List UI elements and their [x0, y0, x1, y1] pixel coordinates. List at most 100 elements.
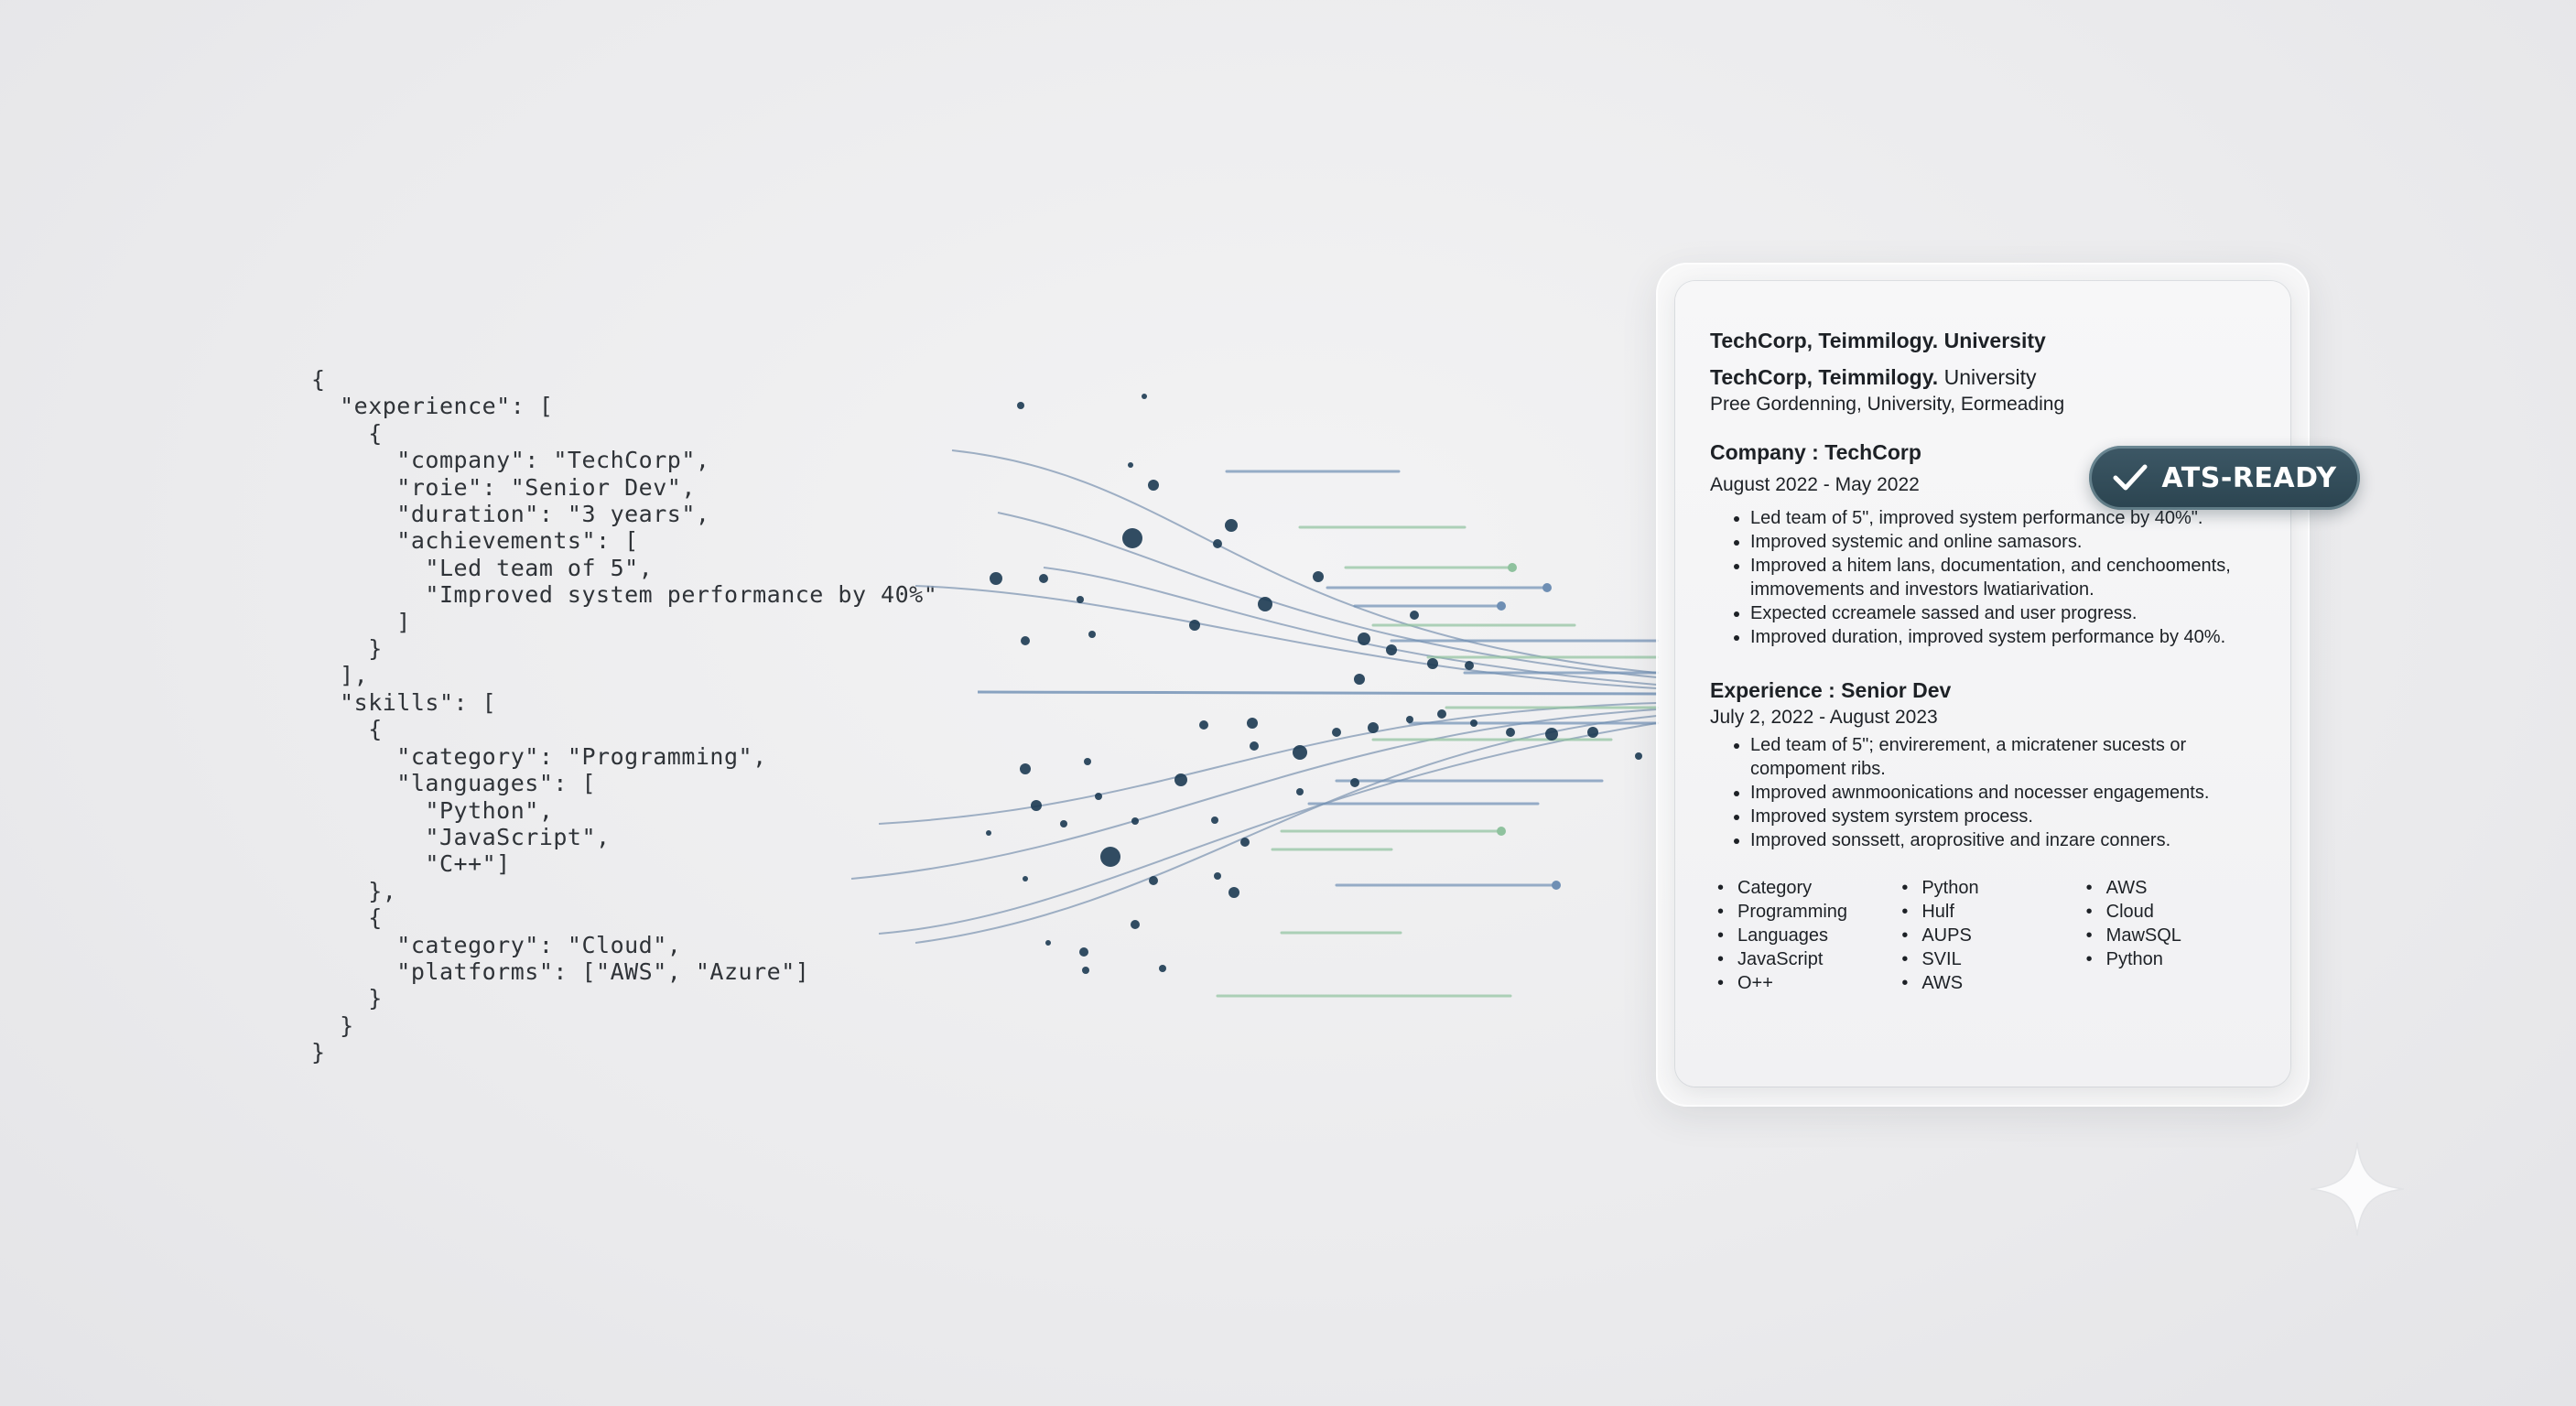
flow-particle — [1021, 636, 1030, 645]
flow-particle — [1082, 967, 1089, 974]
skill-item: MawSQL — [2079, 924, 2263, 947]
flow-particle — [1031, 800, 1042, 811]
flow-particle — [1354, 674, 1365, 685]
skill-item: AWS — [2079, 876, 2263, 900]
flow-particle — [1079, 947, 1088, 957]
bullet-item: Led team of 5"; envirerement, a micraten… — [1750, 733, 2263, 781]
company-bullet-list: Led team of 5", improved system performa… — [1710, 506, 2263, 649]
flow-particle — [1131, 817, 1139, 825]
flow-particle — [1247, 718, 1258, 729]
flow-curve — [878, 722, 1658, 935]
flow-streak-dot — [1508, 563, 1517, 572]
flow-particle — [1545, 728, 1558, 741]
code-line: "experience": [ — [311, 393, 554, 420]
flow-particle — [1020, 763, 1031, 774]
code-line: "category": "Programming", — [311, 742, 767, 770]
skill-item: AUPS — [1894, 924, 2078, 947]
flow-particle — [1350, 778, 1359, 787]
code-line: ], — [311, 662, 369, 689]
flow-curve — [850, 708, 1658, 880]
flow-particle — [1159, 965, 1166, 972]
code-line: }, — [311, 877, 397, 904]
flow-particle — [1128, 462, 1133, 468]
code-line: { — [311, 419, 383, 447]
flow-particle — [1437, 709, 1446, 719]
flow-particle — [1039, 574, 1048, 583]
ats-ready-label: ATS-READY — [2161, 461, 2337, 494]
flow-particle — [1211, 817, 1218, 824]
code-line: "Led team of 5", — [311, 554, 654, 581]
skill-item: AWS — [1894, 971, 2078, 995]
skills-column: CategoryProgrammingLanguagesJavaScriptO+… — [1710, 876, 1894, 995]
resume-header-subtitle: TechCorp, Teimmilogy. University — [1710, 363, 2263, 391]
code-line: "roie": "Senior Dev", — [311, 473, 696, 501]
code-line: "category": "Cloud", — [311, 931, 682, 958]
flow-particle — [1293, 745, 1307, 760]
flow-particle — [1358, 633, 1370, 645]
flow-particle — [1060, 820, 1067, 827]
code-line: } — [311, 985, 383, 1012]
skill-item: Cloud — [2079, 900, 2263, 924]
code-line: { — [311, 366, 326, 393]
skill-item: O++ — [1710, 971, 1894, 995]
flow-particle — [1077, 596, 1084, 603]
flow-particle — [1213, 539, 1222, 548]
flow-particle — [1225, 519, 1238, 532]
skill-item: Python — [1894, 876, 2078, 900]
code-line: } — [311, 635, 383, 663]
bullet-item: Improved systemic and online samasors. — [1750, 530, 2263, 554]
flow-particle — [1258, 597, 1272, 611]
flow-particle — [1142, 394, 1147, 399]
flow-particle — [1296, 788, 1304, 795]
resume-header-subtitle-rest: University — [1938, 365, 2037, 389]
skill-item: SVIL — [1894, 947, 2078, 971]
code-line: "languages": [ — [311, 770, 597, 797]
code-line: } — [311, 1011, 354, 1039]
flow-particle — [1149, 876, 1158, 885]
flow-particle — [1122, 528, 1142, 548]
skills-grid: CategoryProgrammingLanguagesJavaScriptO+… — [1710, 876, 2263, 995]
flow-curve — [915, 585, 1658, 689]
flow-particle — [1465, 661, 1474, 670]
flow-particle — [1506, 728, 1515, 737]
skill-item: Programming — [1710, 900, 1894, 924]
code-line: "Improved system performance by 40%" — [311, 581, 938, 609]
flow-curve — [878, 702, 1658, 825]
experience-bullet-list: Led team of 5"; envirerement, a micraten… — [1710, 733, 2263, 852]
flow-particle — [1199, 720, 1208, 730]
section-title-company: Company : TechCorp — [1710, 440, 1921, 464]
resume-content: TechCorp, Teimmilogy. University TechCor… — [1710, 327, 2263, 995]
flow-particle — [1023, 876, 1028, 881]
resume-header-line: Pree Gordenning, University, Eormeading — [1710, 394, 2065, 415]
code-line: { — [311, 716, 383, 743]
flow-particle — [1386, 644, 1397, 655]
flow-curve — [915, 715, 1658, 944]
flow-particle — [1131, 920, 1140, 929]
flow-particle — [1427, 658, 1438, 669]
flow-particle — [1635, 752, 1642, 760]
code-line: "Python", — [311, 796, 554, 824]
skills-column: PythonHulfAUPSSVILAWS — [1894, 876, 2078, 995]
flow-particle — [1084, 758, 1091, 765]
sparkle-icon — [2311, 1142, 2404, 1236]
section-title-experience: Experience : Senior Dev — [1710, 678, 1952, 702]
code-line: "company": "TechCorp", — [311, 447, 710, 474]
code-line: "duration": "3 years", — [311, 501, 710, 528]
json-code-snippet: { "experience": [ { "company": "TechCorp… — [311, 366, 937, 1066]
flow-curve — [951, 449, 1658, 674]
bullet-item: Improved sonssett, aroprositive and inza… — [1750, 828, 2263, 852]
skills-column: AWSCloudMawSQLPython — [2079, 876, 2263, 995]
flow-particle — [1095, 793, 1102, 800]
skill-item: Python — [2079, 947, 2263, 971]
section-dates-experience: July 2, 2022 - August 2023 — [1710, 707, 1938, 728]
section-dates-company: August 2022 - May 2022 — [1710, 474, 1920, 495]
bullet-item: Improved a hitem lans, documentation, an… — [1750, 554, 2263, 601]
flow-particle — [1332, 728, 1341, 737]
bullet-item: Led team of 5", improved system performa… — [1750, 506, 2263, 530]
flow-streak-dot — [1542, 583, 1552, 592]
ats-ready-badge: ATS-READY — [2089, 446, 2360, 510]
flow-axis-line — [977, 690, 1658, 696]
resume-header-title: TechCorp, Teimmilogy. University — [1710, 329, 2046, 352]
code-line: ] — [311, 608, 411, 635]
